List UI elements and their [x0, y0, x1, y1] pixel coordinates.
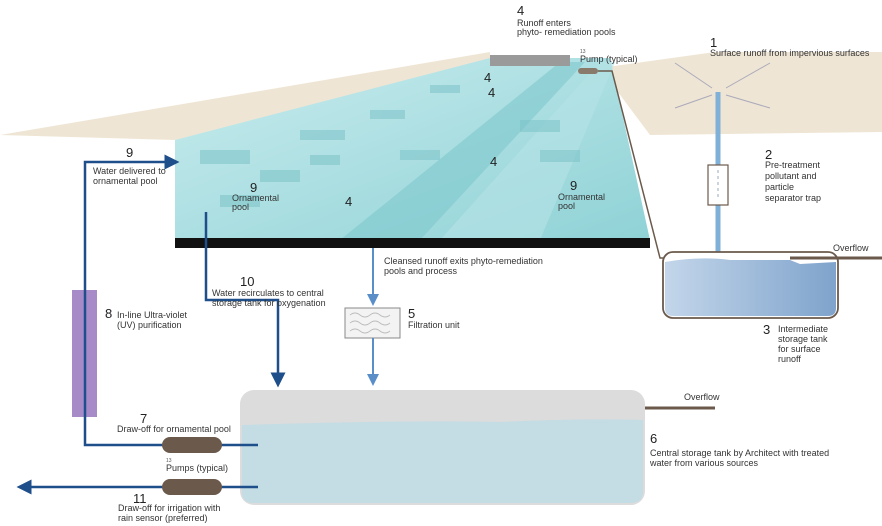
svg-text:water from various sources: water from various sources — [649, 458, 759, 468]
svg-text:pool: pool — [558, 201, 575, 211]
svg-text:13: 13 — [580, 49, 586, 55]
svg-text:11: 11 — [133, 491, 147, 506]
ground-left — [0, 52, 490, 140]
svg-text:6: 6 — [650, 431, 657, 446]
svg-text:storage tank for oxygenation: storage tank for oxygenation — [212, 298, 326, 308]
filtration-unit — [344, 307, 401, 339]
svg-text:pools and process: pools and process — [384, 266, 458, 276]
inlet-structure — [490, 55, 570, 66]
svg-text:pool: pool — [232, 202, 249, 212]
pool-mark: 4 — [345, 194, 352, 209]
label-5: Filtration unit — [408, 320, 460, 330]
pool-terraces — [200, 85, 580, 207]
label-11: Draw-off for irrigation with — [118, 503, 220, 513]
pool-right-num: 9 — [570, 178, 577, 193]
svg-text:runoff: runoff — [778, 354, 801, 364]
cleansed-label: Cleansed runoff exits phyto-remediation — [384, 256, 543, 266]
svg-text:separator trap: separator trap — [765, 193, 821, 203]
pool-mark: 4 — [484, 70, 491, 85]
pump-irrigation — [162, 479, 222, 495]
impervious-surface — [600, 52, 882, 135]
svg-text:4: 4 — [517, 3, 524, 18]
pump-top — [578, 68, 598, 74]
svg-text:storage tank: storage tank — [778, 334, 828, 344]
svg-text:particle: particle — [765, 182, 794, 192]
runoff-arrow — [725, 94, 771, 109]
label-6: Central storage tank by Architect with t… — [650, 448, 829, 458]
svg-text:phyto- remediation pools: phyto- remediation pools — [517, 27, 616, 37]
label-7: Draw-off for ornamental pool — [117, 424, 231, 434]
svg-text:13: 13 — [166, 458, 172, 464]
channel — [440, 62, 615, 240]
recirculation-pipe — [204, 212, 286, 388]
runoff-arrow — [674, 62, 713, 89]
pool-left-label: Ornamental — [232, 193, 279, 203]
svg-text:9: 9 — [126, 145, 133, 160]
svg-text:for surface: for surface — [778, 344, 821, 354]
svg-text:2: 2 — [765, 147, 772, 162]
overflow-label-1: Overflow — [833, 243, 869, 253]
svg-text:5: 5 — [408, 306, 415, 321]
label-2: Pre-treatment — [765, 160, 821, 170]
pool-right-label: Ornamental — [558, 192, 605, 202]
pool-left-num: 9 — [250, 180, 257, 195]
label-8: In-line Ultra-violet — [117, 310, 188, 320]
pump-ornamental — [162, 437, 222, 453]
label-4: Runoff enters — [517, 18, 571, 28]
overflow-label-2: Overflow — [684, 392, 720, 402]
runoff-arrow — [674, 94, 713, 109]
label-3: Intermediate — [778, 324, 828, 334]
svg-text:(UV) purification: (UV) purification — [117, 320, 182, 330]
svg-text:ornamental pool: ornamental pool — [93, 176, 158, 186]
svg-text:10: 10 — [240, 274, 254, 289]
svg-text:1: 1 — [710, 35, 717, 50]
svg-text:7: 7 — [140, 411, 147, 426]
label-10: Water recirculates to central — [212, 288, 324, 298]
svg-text:8: 8 — [105, 306, 112, 321]
svg-text:3: 3 — [763, 322, 770, 337]
pumps-bottom-label: Pumps (typical) — [166, 463, 228, 473]
pool-mark: 4 — [490, 154, 497, 169]
pump-pipe — [598, 70, 663, 259]
runoff-arrow — [725, 62, 771, 89]
pool-base — [175, 238, 650, 248]
svg-text:pollutant and: pollutant and — [765, 171, 817, 181]
pump-top-label: Pump (typical) — [580, 54, 638, 64]
label-9: Water delivered to — [93, 166, 166, 176]
svg-text:rain sensor (preferred): rain sensor (preferred) — [118, 513, 208, 523]
pool-mark: 4 — [488, 85, 495, 100]
label-1: Surface runoff from impervious surfaces — [710, 48, 870, 58]
channel — [340, 62, 585, 240]
